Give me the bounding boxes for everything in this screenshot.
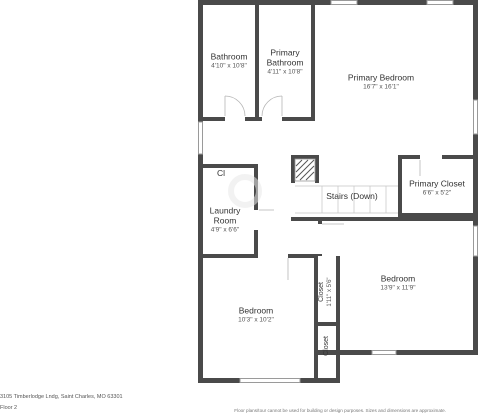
wall-closet-bottom	[398, 213, 478, 217]
wall-right	[473, 0, 478, 355]
window-right-1	[473, 99, 478, 135]
door-lower-bedroom	[258, 253, 288, 259]
stair-treads	[295, 185, 398, 214]
watermark-ring-icon	[228, 174, 262, 208]
room-name: Primary Bathroom	[266, 47, 304, 68]
room-name: Bedroom	[380, 273, 416, 284]
wall-stair-left	[291, 155, 295, 183]
window-top-1	[330, 0, 358, 5]
room-label-bedroom-right: Bedroom 13'9" x 11'9"	[380, 273, 416, 292]
floor-label: Floor 2	[0, 405, 18, 411]
room-label-primary-bedroom: Primary Bedroom 16'7" x 16'1"	[347, 72, 415, 91]
wall-primary-bedroom-bottom-left	[291, 155, 319, 159]
room-name: Primary Bedroom	[347, 72, 415, 83]
address-text: 3105 Timberlodge Lndg, Saint Charles, MO…	[0, 394, 123, 400]
wall-left-upper	[198, 0, 203, 383]
room-dimensions: 6'6" x 5'2"	[422, 189, 452, 197]
stairs	[294, 158, 398, 214]
room-name: Stairs (Down)	[326, 191, 378, 202]
door-bedroom	[317, 224, 323, 254]
window-bottom-1	[239, 378, 301, 383]
room-label-bedroom-lower: Bedroom 10'3" x 10'2"	[238, 305, 274, 324]
room-name: Laundry Room	[209, 205, 241, 226]
openings	[225, 116, 442, 259]
wall-cl-right	[254, 164, 258, 254]
window-bottom-2	[371, 350, 397, 355]
room-dimensions: 1'11" x 5'6"	[327, 277, 333, 307]
room-name: Closet	[322, 336, 330, 356]
wall-bath-bottom	[198, 117, 315, 121]
wall-stair-right	[315, 155, 319, 183]
room-dimensions: 4'9" x 6'6"	[210, 226, 240, 234]
room-name: Bedroom	[238, 305, 274, 316]
stair-hatch-line	[295, 159, 315, 179]
room-label-laundry-room: Laundry Room 4'9" x 6'6"	[204, 205, 246, 234]
door-swings	[224, 95, 421, 280]
room-name: Primary Closet	[409, 178, 465, 189]
wall-closet1-right	[336, 256, 340, 383]
wall-lower-bedroom-right	[314, 254, 318, 383]
door-arc-bath	[224, 95, 246, 117]
wall-closet-left	[398, 155, 402, 217]
wall-bath-divider	[255, 5, 259, 121]
room-name: Closet	[317, 282, 325, 302]
room-dimensions: 4'10" x 10'8"	[211, 62, 247, 70]
stair-hatch-line	[305, 171, 315, 181]
wall-closet-divider	[314, 322, 340, 326]
room-label-closet-lower: Closet	[323, 336, 331, 356]
window-top-2	[426, 0, 454, 5]
window-right-2	[473, 225, 478, 257]
door-primary-bath	[262, 116, 282, 122]
room-dimensions: 10'3" x 10'2"	[238, 316, 274, 324]
room-name: Bathroom	[210, 51, 248, 62]
windows	[198, 0, 478, 383]
room-dimensions: 16'7" x 16'1"	[363, 83, 399, 91]
wall-primary-bath-right	[311, 5, 315, 121]
room-dimensions: 13'9" x 11'9"	[380, 284, 416, 292]
door-closet	[420, 154, 442, 160]
stair-hatch	[295, 159, 315, 181]
room-label-bathroom: Bathroom 4'10" x 10'8"	[210, 51, 248, 70]
stair-hatch-line	[295, 159, 309, 173]
wall-hall-bottom	[291, 217, 478, 221]
disclaimer-text: Floor plans/tour cannot be used for buil…	[234, 408, 446, 413]
room-name: Cl	[216, 168, 226, 179]
door-bath	[225, 116, 245, 122]
window-left	[198, 121, 203, 155]
room-label-primary-closet: Primary Closet 6'6" x 5'2"	[409, 178, 465, 197]
door-arc-primary-bath	[261, 95, 283, 117]
watermark-logo	[224, 158, 476, 218]
wall-bottom-right	[318, 350, 478, 355]
stair-hatch-line	[299, 165, 315, 181]
room-label-stairs: Stairs (Down)	[326, 191, 378, 202]
room-label-closet-vertical: Closet 1'11" x 5'6"	[318, 277, 334, 306]
stair-hatch-line	[295, 159, 303, 167]
room-label-closet-small: Cl	[216, 168, 226, 179]
room-dimensions: 4'11" x 10'8"	[267, 68, 303, 76]
wall-cl-top	[198, 164, 258, 168]
room-label-primary-bathroom: Primary Bathroom 4'11" x 10'8"	[259, 47, 311, 76]
door-laundry	[253, 210, 259, 230]
